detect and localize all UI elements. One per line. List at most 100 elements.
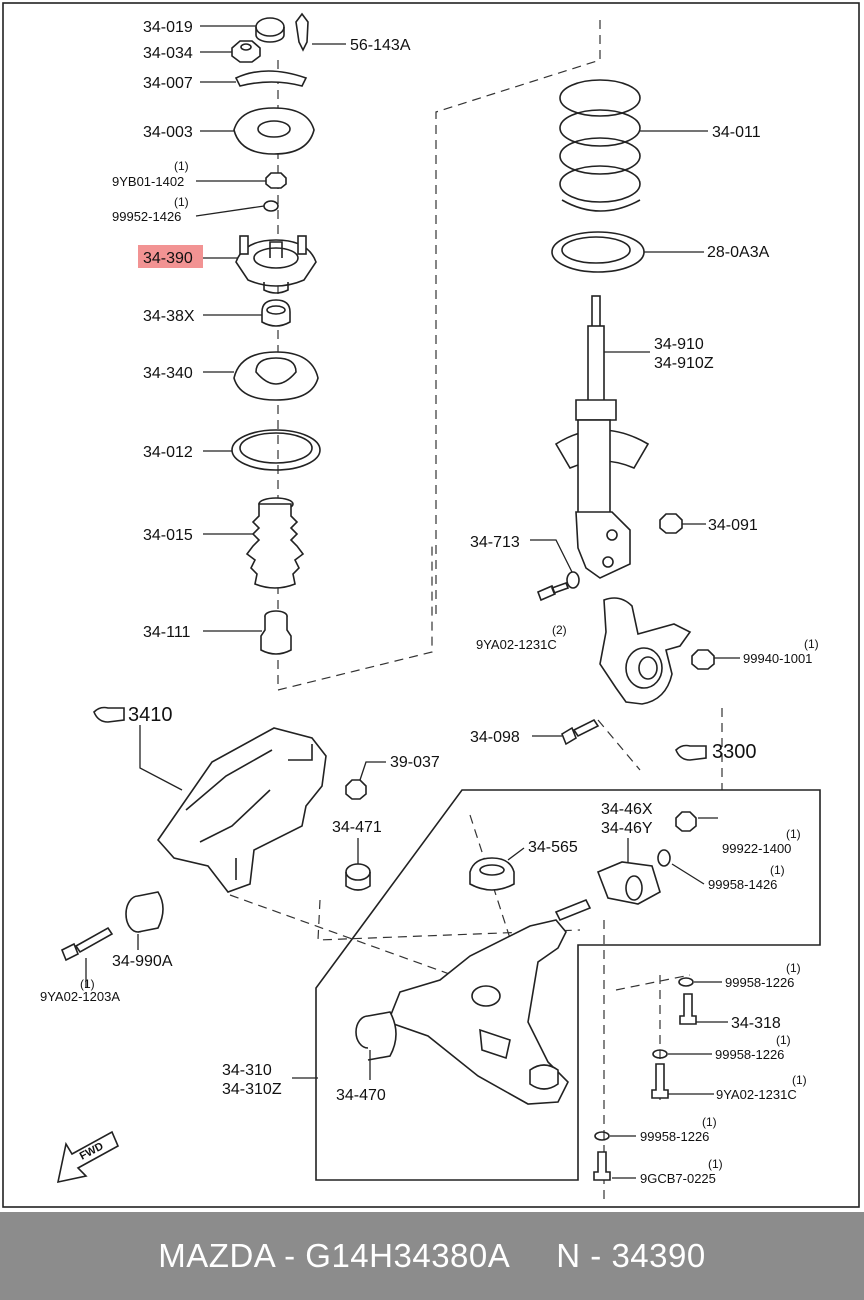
strut-bolt-part: [536, 581, 570, 602]
part-label: 34-111: [143, 624, 191, 641]
strut-cap-part: [255, 17, 285, 43]
washer-part: [263, 200, 279, 212]
page-border: [2, 2, 860, 1208]
diagram-ref-caption: N - 34390: [556, 1237, 706, 1274]
part-label: 99958-1226: [715, 1047, 784, 1062]
bump-stopper-part: [260, 610, 292, 655]
part-label: 34-565: [528, 839, 578, 856]
spring-seat-part: [551, 231, 645, 273]
nut-part: [231, 40, 261, 63]
part-label: 9YB01-1402: [112, 174, 184, 189]
part-label: 34-38X: [143, 308, 195, 325]
crossmember-bushing-part: [345, 863, 371, 891]
bracket-washer-part: [657, 849, 671, 867]
part-label: 34-340: [143, 365, 193, 382]
washer-b-part: [678, 977, 694, 987]
quantity-label: (1): [174, 195, 189, 209]
knuckle-nut-part: [691, 649, 715, 670]
crossmember-mount-part: [125, 891, 164, 933]
part-label: 34-098: [470, 729, 520, 746]
pointing-hand-icon-3410: [93, 706, 125, 723]
part-label: 9YA02-1231C: [476, 637, 557, 652]
coil-spring-part: [559, 79, 641, 212]
part-label: 34-011: [712, 124, 761, 141]
seat-ring-part: [231, 429, 321, 471]
quantity-label: (1): [776, 1033, 791, 1047]
part-label: 99958-1226: [725, 975, 794, 990]
crossmember-nut-part: [345, 779, 367, 800]
part-label: 99922-1400: [722, 841, 791, 856]
washer-c-part: [652, 1049, 668, 1059]
part-label: 9YA02-1203A: [40, 989, 120, 1004]
part-label: 34-713: [470, 534, 520, 551]
part-label: 28-0A3A: [707, 244, 770, 261]
arm-bushing-part: [469, 857, 515, 891]
bracket-nut-part: [675, 811, 697, 832]
quantity-label: (1): [708, 1157, 723, 1171]
mount-rubber-part: [233, 351, 319, 401]
part-label: 9GCB7-0225: [640, 1171, 716, 1186]
part-label: 34-310: [222, 1062, 272, 1079]
part-label: 34-46X: [601, 801, 653, 818]
washer-d-part: [594, 1131, 610, 1141]
part-label: 34-470: [336, 1087, 386, 1104]
quantity-label: (1): [804, 637, 819, 651]
quantity-label: (1): [174, 159, 189, 173]
bolt-1231c-part: [651, 1063, 669, 1099]
part-label: 34-990A: [112, 953, 173, 970]
knuckle-bolt-part: [561, 718, 600, 746]
strut-washer-part: [566, 571, 580, 589]
part-label: 34-019: [143, 19, 193, 36]
suspension-exploded-diagram: FWD: [2, 2, 860, 1208]
quantity-label: (1): [702, 1115, 717, 1129]
part-label: 34-034: [143, 45, 193, 62]
quantity-label: (1): [770, 863, 785, 877]
highlighted-part-label: 34-390: [143, 250, 193, 267]
crossmember-part: [156, 727, 327, 893]
part-label: 34-007: [143, 75, 193, 92]
part-label: 99958-1426: [708, 877, 777, 892]
quantity-label: (1): [80, 977, 95, 991]
leader-lines: [85, 25, 740, 1179]
part-label: 34-471: [332, 819, 382, 836]
caption-bar: MAZDA - G14H34380A N - 34390: [0, 1212, 864, 1300]
part-label: 39-037: [390, 754, 440, 771]
quantity-label: (1): [792, 1073, 807, 1087]
part-label: 99958-1226: [640, 1129, 709, 1144]
part-label: 34-012: [143, 444, 193, 461]
part-label: 34-318: [731, 1015, 781, 1032]
forward-arrow-icon: [56, 1130, 120, 1184]
highlight-box: [138, 245, 203, 268]
quantity-label: (1): [786, 961, 801, 975]
pointing-hand-icon-3300: [675, 744, 707, 761]
part-label: 34-46Y: [601, 820, 653, 837]
part-label: 9YA02-1231C: [716, 1087, 797, 1102]
dust-boot-part: [245, 497, 305, 589]
quantity-label: (2): [552, 623, 567, 637]
bushing-part: [261, 299, 291, 327]
strut-support-part: [235, 235, 317, 294]
bushing-bracket-part: [596, 861, 661, 905]
shock-absorber-part: [554, 295, 650, 579]
small-nut-part: [265, 172, 287, 189]
part-label: 34-310Z: [222, 1081, 282, 1098]
bolt-318-part: [679, 993, 697, 1025]
lower-arm-frame: [315, 789, 821, 1181]
part-number-caption: MAZDA - G14H34380A: [158, 1237, 511, 1274]
lower-control-arm-part: [386, 898, 592, 1105]
part-label: 34-910Z: [654, 355, 714, 372]
group-label: 3300: [712, 741, 757, 763]
strut-nut-part: [659, 513, 683, 534]
part-label: 34-910: [654, 336, 704, 353]
part-label: 34-003: [143, 124, 193, 141]
quantity-label: (1): [786, 827, 801, 841]
part-label: 34-015: [143, 527, 193, 544]
clip-part: [295, 12, 309, 52]
arm-rear-bushing-part: [355, 1011, 397, 1061]
part-label: 99940-1001: [743, 651, 812, 666]
plate-part: [234, 70, 308, 87]
mount-plate-part: [233, 107, 315, 155]
group-label: 3410: [128, 704, 173, 726]
bolt-0225-part: [593, 1151, 611, 1181]
steering-knuckle-part: [599, 597, 692, 705]
